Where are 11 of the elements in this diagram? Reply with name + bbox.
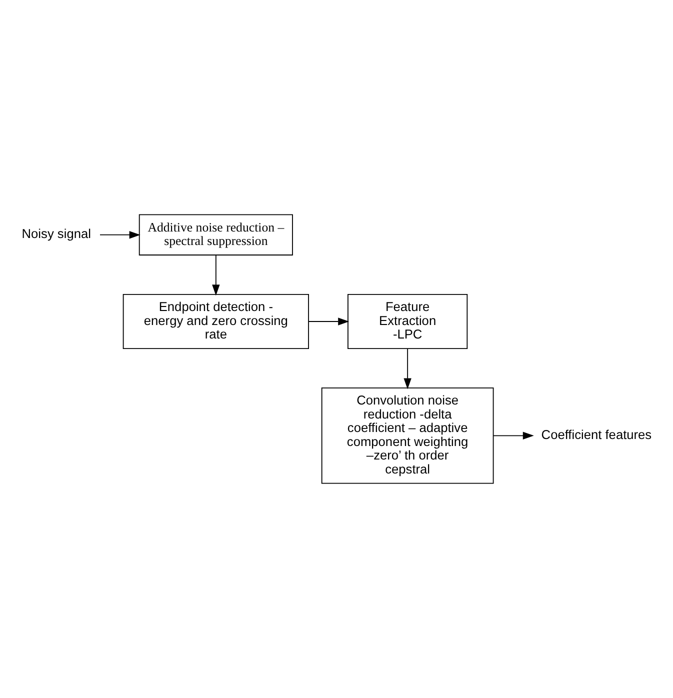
arrow bbox=[100, 230, 140, 239]
node-box: Additive noise reduction – spectral suppression bbox=[138, 214, 293, 256]
arrow bbox=[308, 318, 350, 326]
node-text: Noisy signal bbox=[22, 226, 91, 242]
node-box: Convolution noise reduction -delta coefficient – adaptive component weighting –zero’ th order cepstral bbox=[321, 388, 494, 484]
node-text: Coefficient features bbox=[541, 427, 652, 442]
node-box: Feature Extraction -LPC bbox=[348, 294, 468, 349]
arrow bbox=[493, 432, 534, 440]
node-box: Endpoint detection - energy and zero crossing rate bbox=[122, 294, 309, 349]
arrow bbox=[212, 254, 220, 296]
arrow bbox=[404, 348, 412, 390]
